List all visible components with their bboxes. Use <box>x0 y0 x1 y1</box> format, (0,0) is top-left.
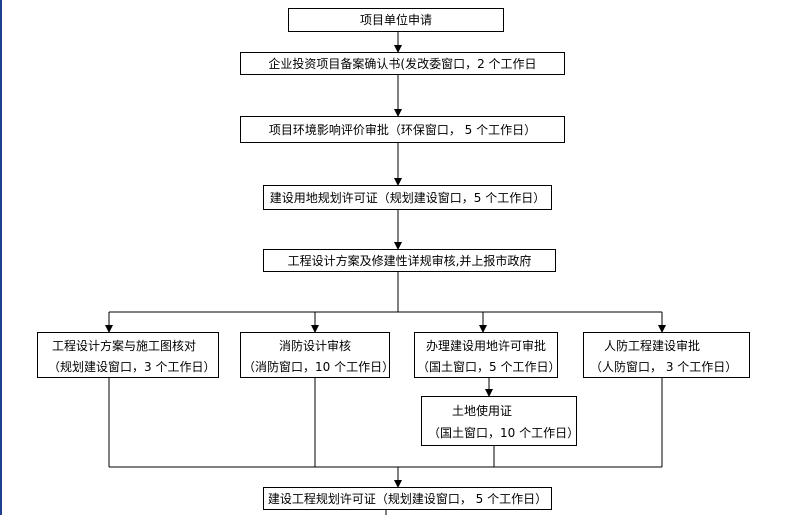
step-construction-planning-permit: 建设工程规划许可证（规划建设窗口， 5 个工作日） <box>263 487 552 510</box>
branch-detail: （规划建设窗口，3 个工作日） <box>48 360 216 374</box>
land-cert-detail: （国土窗口，10 个工作日） <box>428 426 580 440</box>
branch-detail: （国土窗口，5 个工作日） <box>417 360 561 374</box>
step-investment-filing: 企业投资项目备案确认书(发改委窗口，2 个工作日 <box>240 52 565 75</box>
branch-construction-drawing-check: 工程设计方案与施工图核对 （规划建设窗口，3 个工作日） <box>37 332 219 378</box>
step-project-application: 项目单位申请 <box>288 8 504 32</box>
step-land-planning-permit: 建设用地规划许可证（规划建设窗口，5 个工作日） <box>263 185 552 210</box>
branch-fire-design-review: 消防设计审核 （消防窗口，10 个工作日） <box>240 332 394 378</box>
branch-land-use-approval: 办理建设用地许可审批 （国土窗口，5 个工作日） <box>414 332 561 378</box>
branch-title: 消防设计审核 <box>279 339 352 353</box>
step-land-use-certificate: 土地使用证 （国土窗口，10 个工作日） <box>421 396 580 446</box>
branch-civil-defense-approval: 人防工程建设审批 （人防窗口， 3 个工作日） <box>583 332 750 378</box>
step-environmental-review: 项目环境影响评价审批（环保窗口， 5 个工作日） <box>240 116 565 143</box>
branch-title: 人防工程建设审批 <box>604 339 701 353</box>
branch-title: 工程设计方案与施工图核对 <box>52 339 197 353</box>
branch-detail: （消防窗口，10 个工作日） <box>243 360 395 374</box>
land-cert-title: 土地使用证 <box>452 404 513 418</box>
branch-detail: （人防窗口， 3 个工作日） <box>590 360 738 374</box>
branch-title: 办理建设用地许可审批 <box>426 339 547 353</box>
step-design-review: 工程设计方案及修建性详规审核,并上报市政府 <box>263 249 556 272</box>
